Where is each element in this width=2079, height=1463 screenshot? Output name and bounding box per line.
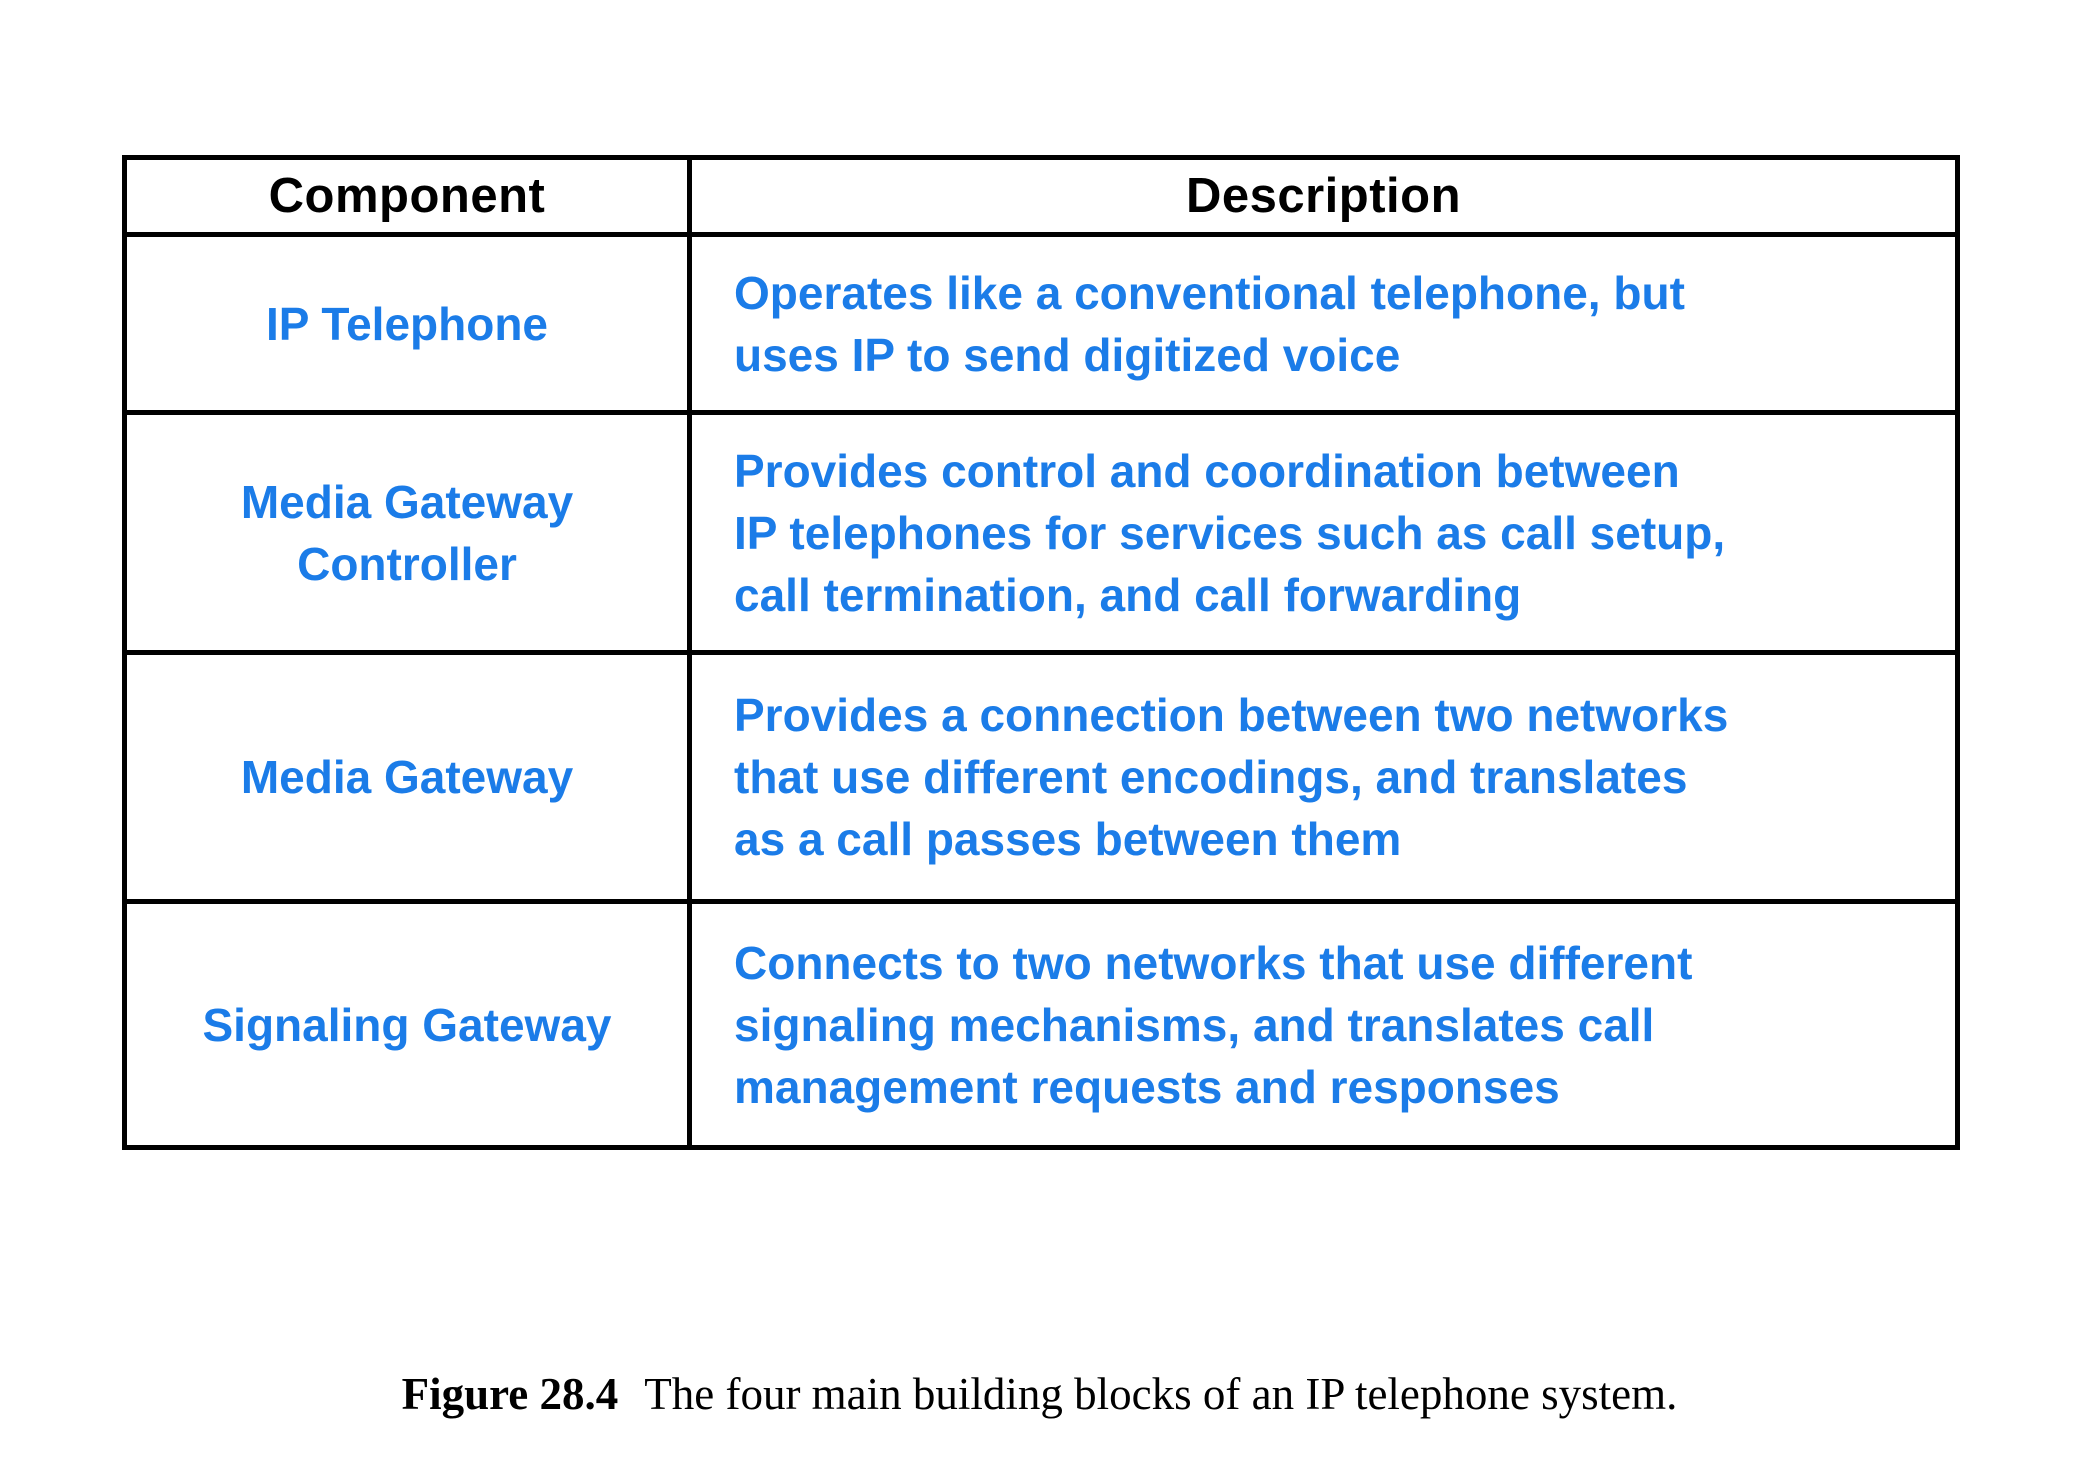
figure-caption-text: The four main building blocks of an IP t… bbox=[644, 1369, 1678, 1419]
table-row-ip-telephone: IP Telephone Operates like a conventiona… bbox=[122, 232, 1960, 415]
figure-caption: Figure 28.4 The four main building blocks… bbox=[0, 1368, 2079, 1420]
component-cell-signaling-gateway: Signaling Gateway bbox=[122, 899, 692, 1150]
component-cell-media-gateway-controller: Media Gateway Controller bbox=[122, 410, 692, 655]
column-header-component: Component bbox=[122, 155, 692, 237]
column-header-description: Description bbox=[687, 155, 1960, 237]
description-cell-media-gateway-controller: Provides control and coordination betwee… bbox=[687, 410, 1960, 655]
table-row-signaling-gateway: Signaling Gateway Connects to two networ… bbox=[122, 899, 1960, 1150]
description-cell-ip-telephone: Operates like a conventional telephone, … bbox=[687, 232, 1960, 415]
table-row-media-gateway-controller: Media Gateway Controller Provides contro… bbox=[122, 410, 1960, 655]
figure-caption-label: Figure 28.4 bbox=[401, 1369, 619, 1419]
description-cell-signaling-gateway: Connects to two networks that use differ… bbox=[687, 899, 1960, 1150]
table-header-row: Component Description bbox=[122, 155, 1960, 237]
ip-telephony-components-table: Component Description IP Telephone Opera… bbox=[122, 155, 1960, 1150]
component-cell-media-gateway: Media Gateway bbox=[122, 650, 692, 904]
table-row-media-gateway: Media Gateway Provides a connection betw… bbox=[122, 650, 1960, 904]
component-cell-ip-telephone: IP Telephone bbox=[122, 232, 692, 415]
description-cell-media-gateway: Provides a connection between two networ… bbox=[687, 650, 1960, 904]
